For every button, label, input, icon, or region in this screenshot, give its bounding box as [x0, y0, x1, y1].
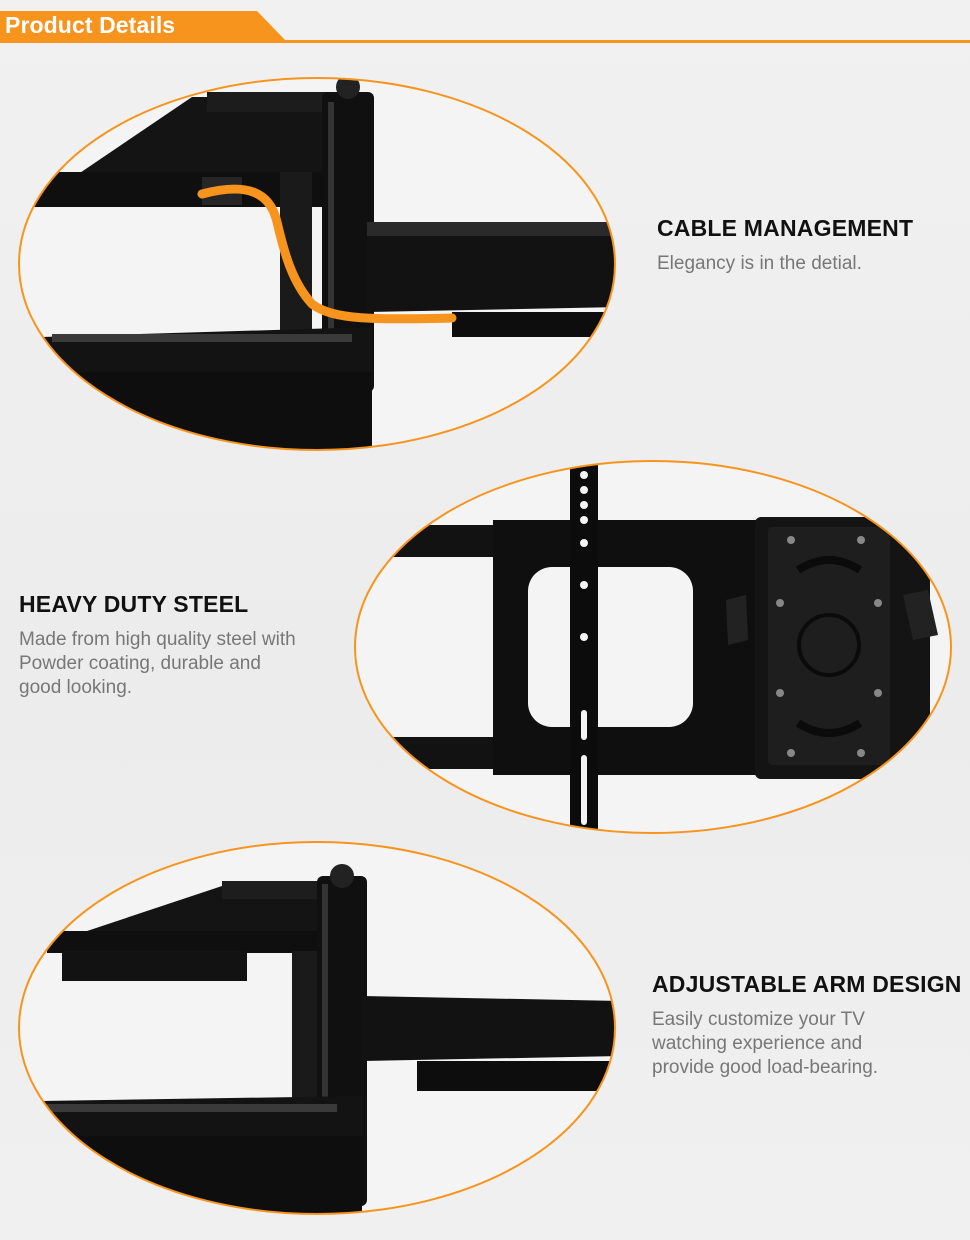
- feature-adjustable-arm-design: ADJUSTABLE ARM DESIGN Easily customize y…: [652, 971, 962, 1080]
- feature-description: Made from high quality steel with Powder…: [19, 629, 296, 698]
- feature-title: ADJUSTABLE ARM DESIGN: [652, 971, 962, 997]
- wall-plate-photo: [354, 460, 952, 834]
- section-header: Product Details: [0, 0, 970, 50]
- header-title: Product Details: [5, 12, 176, 38]
- swivel-arm-photo: [18, 841, 616, 1215]
- header-underline: [0, 40, 970, 43]
- header-tab-shape: [0, 11, 287, 42]
- feature-description: Easily customize your TV watching experi…: [652, 1009, 879, 1078]
- feature-heavy-duty-steel: HEAVY DUTY STEEL Made from high quality …: [19, 591, 339, 700]
- feature-title: CABLE MANAGEMENT: [657, 215, 914, 241]
- feature-description: Elegancy is in the detial.: [657, 253, 862, 274]
- cable-arm-photo: [18, 77, 616, 451]
- feature-title: HEAVY DUTY STEEL: [19, 591, 249, 617]
- feature-cable-management: CABLE MANAGEMENT Elegancy is in the deti…: [657, 215, 957, 276]
